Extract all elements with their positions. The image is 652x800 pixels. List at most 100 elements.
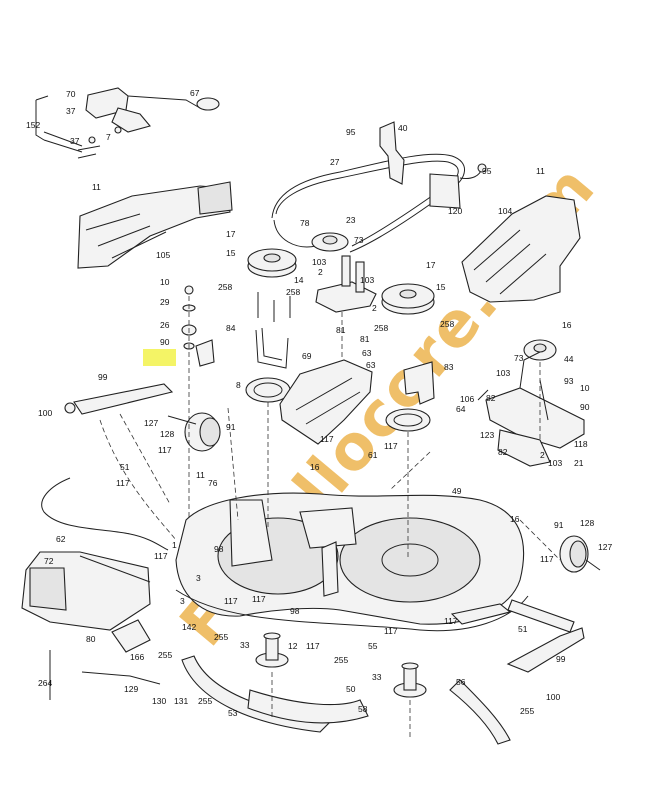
callout-12: 12 — [288, 641, 298, 651]
callout-255: 255 — [214, 632, 228, 642]
callout-37: 37 — [66, 106, 76, 116]
bracket-83 — [385, 361, 435, 432]
callout-17: 17 — [426, 260, 436, 270]
callout-27: 27 — [330, 157, 340, 167]
callout-49: 49 — [452, 486, 462, 496]
drag-link-left — [64, 383, 174, 415]
callout-3: 3 — [180, 596, 185, 606]
rod-and-bolts — [255, 292, 291, 369]
mower-deck — [175, 492, 529, 632]
callout-51: 51 — [518, 624, 528, 634]
callout-10: 10 — [160, 277, 170, 287]
callout-99: 99 — [98, 372, 108, 382]
callout-255: 255 — [520, 706, 534, 716]
callout-103: 103 — [312, 257, 326, 267]
callout-11: 11 — [536, 166, 545, 176]
callout-58: 58 — [358, 704, 368, 714]
callout-131: 131 — [174, 696, 188, 706]
callout-80: 80 — [86, 634, 96, 644]
discharge-chute — [21, 551, 151, 631]
belt-cover-left — [77, 181, 233, 269]
callout-2: 2 — [318, 267, 323, 277]
callout-33: 33 — [240, 640, 250, 650]
drive-belt — [271, 153, 465, 253]
callout-67: 67 — [190, 88, 200, 98]
belt-cover-right — [461, 195, 581, 303]
callout-8: 8 — [236, 380, 241, 390]
callout-128: 128 — [580, 518, 594, 528]
callout-129: 129 — [124, 684, 138, 694]
callout-142: 142 — [182, 622, 196, 632]
callout-120: 120 — [448, 206, 462, 216]
callout-90: 90 — [160, 337, 170, 347]
callout-117: 117 — [320, 434, 334, 444]
callout-37: 37 — [70, 136, 80, 146]
assembly-guides — [99, 296, 561, 740]
callout-56: 56 — [456, 677, 466, 687]
callout-127: 127 — [144, 418, 158, 428]
callout-55: 55 — [368, 641, 378, 651]
callout-103: 103 — [496, 368, 510, 378]
callout-95: 95 — [482, 166, 492, 176]
deck-baffles — [181, 655, 511, 745]
right-lift-linkage — [477, 351, 585, 467]
callout-258: 258 — [440, 319, 454, 329]
callout-15: 15 — [226, 248, 236, 258]
callout-255: 255 — [158, 650, 172, 660]
callout-117: 117 — [158, 445, 172, 455]
callout-105: 105 — [156, 250, 170, 260]
callout-16: 16 — [310, 462, 320, 472]
callout-95: 95 — [346, 127, 356, 137]
bearing-ring-left-inner — [253, 382, 283, 398]
bottom-left-links — [49, 619, 161, 700]
callout-50: 50 — [346, 684, 356, 694]
callout-64: 64 — [456, 404, 466, 414]
callout-117: 117 — [384, 441, 398, 451]
idler-bracket — [315, 255, 377, 313]
callout-16: 16 — [562, 320, 572, 330]
callout-76: 76 — [208, 478, 218, 488]
anti-scalp-wheel-left — [167, 412, 221, 452]
callout-73: 73 — [514, 353, 524, 363]
blade-spindles — [255, 632, 427, 698]
callout-highlight-89 — [143, 349, 176, 366]
belt-guard-69 — [279, 359, 373, 445]
callout-72: 72 — [44, 556, 54, 566]
callout-255: 255 — [198, 696, 212, 706]
callout-91: 91 — [226, 422, 236, 432]
callout-100: 100 — [38, 408, 52, 418]
callout-51: 51 — [120, 462, 130, 472]
callout-7: 7 — [106, 132, 111, 142]
callout-3: 3 — [196, 573, 201, 583]
callout-70: 70 — [66, 89, 76, 99]
callout-166: 166 — [130, 652, 144, 662]
callout-117: 117 — [306, 641, 320, 651]
lift-handle-assembly — [35, 87, 220, 159]
callout-81: 81 — [360, 334, 370, 344]
callout-14: 14 — [294, 275, 304, 285]
callout-82: 82 — [498, 447, 508, 457]
callout-81: 81 — [336, 325, 346, 335]
callout-15: 15 — [436, 282, 446, 292]
callout-33: 33 — [372, 672, 382, 682]
callout-117: 117 — [540, 554, 554, 564]
callout-26: 26 — [160, 320, 170, 330]
callout-258: 258 — [286, 287, 300, 297]
callout-29: 29 — [160, 297, 170, 307]
callout-62: 62 — [56, 534, 66, 544]
callout-44: 44 — [564, 354, 574, 364]
callout-264: 264 — [38, 678, 52, 688]
callout-103: 103 — [548, 458, 562, 468]
callout-63: 63 — [366, 360, 376, 370]
callout-106: 106 — [460, 394, 474, 404]
pulleys — [247, 232, 557, 361]
callout-104: 104 — [498, 206, 512, 216]
callout-117: 117 — [384, 626, 398, 636]
callout-103: 103 — [360, 275, 374, 285]
callout-117: 117 — [252, 594, 266, 604]
callout-23: 23 — [346, 215, 356, 225]
callout-152: 152 — [26, 120, 40, 130]
callout-127: 127 — [598, 542, 612, 552]
callout-1: 1 — [172, 540, 177, 550]
